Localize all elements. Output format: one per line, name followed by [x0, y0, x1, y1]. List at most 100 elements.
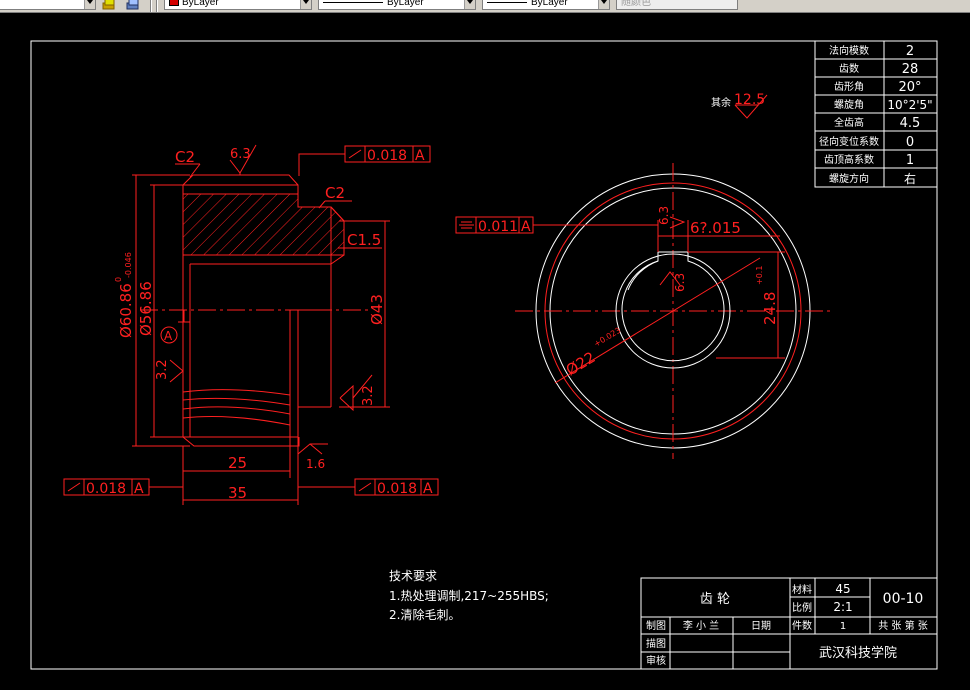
runout-icon: [67, 482, 81, 492]
lineweight-control-arrow[interactable]: [598, 0, 609, 9]
runout-icon: [358, 482, 372, 492]
color-control-arrow[interactable]: [300, 0, 311, 9]
datum-a-icon: [160, 326, 178, 344]
toolbar-separator: [150, 0, 152, 12]
roughness-symbol-icon: [297, 443, 323, 455]
roughness-symbol-icon: [339, 384, 354, 412]
rest-roughness-note: 其余 12.5: [711, 92, 768, 119]
pieces-value: 1: [840, 621, 846, 632]
roughness-symbol-icon: [669, 216, 686, 229]
rest-roughness-value: 12.5: [734, 92, 765, 108]
param-value: 2: [906, 44, 914, 59]
param-value: 0: [906, 135, 914, 150]
param-label: 螺旋角: [834, 98, 864, 111]
review-label: 审核: [646, 654, 666, 667]
geometric-tolerance-frame: [344, 145, 431, 163]
roughness-value: 3.2: [155, 359, 170, 380]
dimension-length-35: 35: [228, 484, 247, 502]
material-label: 材料: [792, 583, 812, 596]
tolerance-upper: 0: [114, 277, 123, 282]
dimension-diameter-43: Ø43: [368, 294, 386, 325]
datum-label: A: [415, 148, 425, 164]
datum-label: A: [134, 481, 144, 497]
tolerance-upper: +0.1: [755, 266, 764, 285]
param-label: 螺旋方向: [829, 172, 869, 185]
roughness-symbol-icon: [734, 94, 768, 119]
param-label: 全齿高: [834, 116, 864, 129]
param-value: 10°2'5": [887, 98, 932, 112]
gear-front-view[interactable]: 6?.015 6.3 6.3 24.8 +0.1 Ø22 +0.023 0.01…: [455, 163, 830, 459]
scale-label: 比例: [792, 601, 812, 614]
bore-chamfer: [615, 253, 731, 369]
material-value: 45: [835, 582, 850, 596]
param-value: 右: [904, 171, 916, 186]
pieces-label: 件数: [792, 619, 812, 632]
notes-line: 2.清除毛刺。: [389, 607, 460, 622]
linetype-control-arrow[interactable]: [464, 0, 475, 9]
tolerance-value: 0.018: [377, 481, 417, 497]
linetype-control-value: ByLayer: [387, 0, 424, 8]
param-label: 径向变位系数: [819, 135, 879, 148]
school-name: 武汉科技学院: [819, 645, 897, 661]
layer-manager-icon[interactable]: [102, 0, 116, 10]
color-control[interactable]: ByLayer: [164, 0, 312, 10]
toolbar-separator: [156, 0, 158, 12]
tolerance-value: 0.018: [367, 148, 407, 164]
rest-label: 其余: [711, 96, 731, 109]
tolerance-value: 0.011: [478, 219, 518, 235]
section-outline-left: [182, 174, 300, 447]
notes-line: 1.热处理调制,217~255HBS;: [389, 589, 549, 603]
dimension-bore-diameter: Ø22: [563, 348, 599, 379]
dimension-length-25: 25: [228, 454, 247, 472]
layer-previous-icon[interactable]: [126, 0, 140, 10]
param-value: 4.5: [900, 116, 921, 131]
color-control-value: ByLayer: [182, 0, 219, 8]
title-block: 齿 轮 材料 45 比例 2:1 00-10 制图 李 小 兰 日期 件数 1 …: [640, 577, 938, 670]
properties-toolbar: ByLayer ByLayer ByLayer 随颜色: [0, 0, 970, 13]
dimension-keyway-width: 6?.015: [690, 219, 741, 237]
linetype-control[interactable]: ByLayer: [318, 0, 476, 10]
gear-section-view[interactable]: C2 6.3 0.018 A C2 C1.5 Ø43 3.2: [63, 144, 439, 505]
drawing-border: [30, 40, 938, 670]
sheet-count: 共 张 第 张: [878, 619, 928, 632]
color-swatch: [169, 0, 179, 6]
drawn-label: 制图: [646, 619, 666, 632]
param-label: 法向模数: [829, 44, 869, 57]
plotstyle-control[interactable]: 随颜色: [616, 0, 738, 10]
linetype-sample: [323, 1, 383, 3]
layer-dropdown-arrow[interactable]: [84, 0, 95, 9]
chamfer-label: C2: [325, 184, 345, 202]
lineweight-control[interactable]: ByLayer: [482, 0, 610, 10]
gear-parameter-table: 法向模数 2 齿数 28 齿形角 20° 螺旋角 10°2'5" 全齿高 4.5…: [814, 40, 938, 188]
layer-dropdown[interactable]: [0, 0, 96, 10]
datum-label: A: [521, 219, 531, 235]
date-label: 日期: [751, 620, 771, 632]
roughness-symbol-icon: [169, 359, 184, 383]
tolerance-value: 0.018: [86, 481, 126, 497]
notes-title: 技术要求: [389, 569, 437, 583]
lineweight-control-value: ByLayer: [531, 0, 568, 8]
scale-value: 2:1: [833, 600, 852, 614]
param-label: 齿顶高系数: [824, 153, 874, 166]
chamfer-label: C1.5: [347, 231, 381, 249]
drawing-number: 00-10: [883, 591, 924, 607]
roughness-value: 6.3: [657, 206, 671, 225]
param-label: 齿形角: [834, 81, 864, 93]
roughness-value: 1.6: [306, 457, 325, 471]
tolerance-lower: -0.046: [124, 252, 133, 278]
hatch-region: [182, 193, 345, 256]
datum-label: A: [423, 481, 433, 497]
runout-icon: [348, 149, 362, 159]
technical-requirements: 技术要求 1.热处理调制,217~255HBS; 2.清除毛刺。: [389, 569, 549, 622]
roughness-symbol-icon: [659, 271, 681, 286]
roughness-value: 3.2: [361, 385, 376, 406]
dimension-diameter-56: Ø56.86: [137, 281, 155, 336]
drawing-canvas[interactable]: 法向模数 2 齿数 28 齿形角 20° 螺旋角 10°2'5" 全齿高 4.5…: [0, 13, 970, 690]
bore-keyway: [621, 251, 725, 362]
dimension-keyway-height: 24.8: [761, 292, 779, 325]
param-label: 齿数: [839, 62, 859, 75]
roughness-value: 6.3: [673, 273, 687, 292]
lineweight-sample: [487, 1, 527, 3]
roughness-value: 6.3: [230, 147, 251, 162]
datum-label: A: [164, 329, 173, 343]
